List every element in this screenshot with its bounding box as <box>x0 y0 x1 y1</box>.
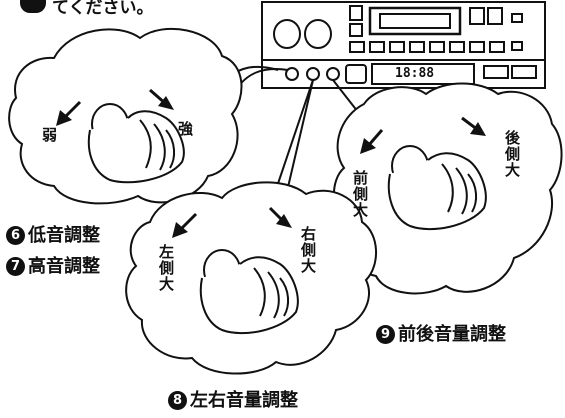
instruction-text: てください。 <box>52 0 154 18</box>
caption-number: 9 <box>376 325 395 344</box>
label-rear-side-up: 後側大 <box>503 130 521 178</box>
numbered-marker <box>20 0 46 13</box>
caption-text: 低音調整 <box>28 225 100 246</box>
label-strong: 強 <box>178 120 194 138</box>
caption-number: 7 <box>6 257 25 276</box>
label-front-side-up: 前側大 <box>351 170 369 218</box>
display-readout: 18:88 <box>395 66 435 81</box>
caption-text: 前後音量調整 <box>398 324 506 345</box>
label-weak: 弱 <box>42 126 58 144</box>
rotation-arrows <box>56 88 486 238</box>
caption-text: 高音調整 <box>28 256 100 277</box>
label-left-side-up: 左側大 <box>157 244 175 292</box>
caption-number: 8 <box>168 391 187 410</box>
caption-text: 左右音量調整 <box>190 390 298 411</box>
label-right-side-up: 右側大 <box>299 226 317 274</box>
car-stereo-unit <box>261 1 546 89</box>
hand-right-knob <box>387 145 487 231</box>
hand-left-knob <box>87 103 185 184</box>
hand-middle-knob <box>199 249 299 335</box>
caption-number: 6 <box>6 226 25 245</box>
